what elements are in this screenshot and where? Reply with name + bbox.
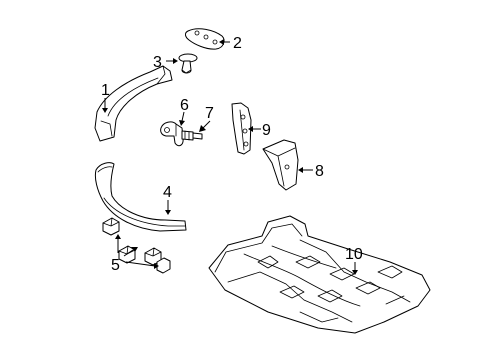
callout-6: 6 <box>180 97 189 114</box>
callout-5: 5 <box>111 257 120 274</box>
callout-7: 7 <box>205 105 214 122</box>
callout-9: 9 <box>262 122 271 139</box>
part-9-bracket <box>231 102 252 155</box>
part-7-bolt <box>181 130 203 141</box>
callout-8: 8 <box>315 163 324 180</box>
callout-10: 10 <box>345 246 363 263</box>
callout-4: 4 <box>163 184 172 201</box>
part-8-pillar-trim <box>262 139 299 191</box>
callout-3: 3 <box>153 54 162 71</box>
callout-2: 2 <box>233 35 242 52</box>
part-2-plate <box>185 28 225 50</box>
callout-1: 1 <box>101 82 110 99</box>
part-4-sill-trim <box>94 162 187 232</box>
leader-lines <box>102 39 358 275</box>
part-1-pillar-garnish <box>94 65 173 142</box>
part-10-floor-carpet <box>208 215 431 334</box>
part-3-clip <box>178 53 198 74</box>
part-6-bracket <box>160 121 184 147</box>
